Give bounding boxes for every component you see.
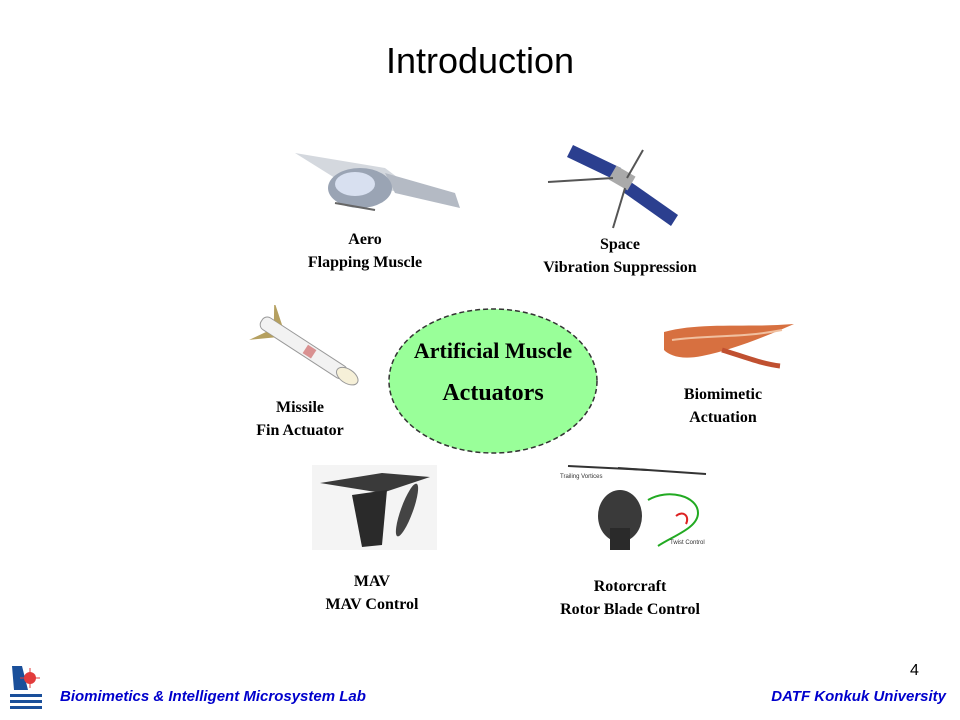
aero-flapping-image (295, 153, 460, 211)
rotorcraft-label-line1: Rotorcraft (593, 578, 667, 595)
rotorcraft-image: Trailing Vortices Twist Control (560, 465, 707, 550)
space-label: Space Vibration Suppression (505, 233, 735, 279)
mav-label-line1: MAV (353, 573, 391, 590)
center-title-line2: Actuators (442, 380, 544, 406)
rotor-trailing-text: Trailing Vortices (560, 474, 602, 480)
center-title-line1: Artificial Muscle (413, 338, 573, 363)
missile-label: Missile Fin Actuator (220, 396, 380, 442)
rotorcraft-label-line2: Rotor Blade Control (560, 601, 700, 618)
slide-title: Introduction (385, 40, 575, 81)
rotor-twist-text: Twist Control (670, 540, 705, 546)
center-ellipse (388, 308, 598, 454)
biomimetic-label: Biomimetic Actuation (643, 383, 803, 429)
aero-label: Aero Flapping Muscle (265, 228, 465, 274)
missile-image (249, 305, 359, 386)
lab-logo-icon (10, 666, 42, 709)
space-satellite-image (547, 145, 678, 229)
biomimetic-label-line2: Actuation (689, 409, 757, 426)
missile-label-line1: Missile (276, 399, 324, 416)
biomimetic-muscle-image (664, 324, 794, 369)
space-label-line2: Vibration Suppression (543, 259, 697, 276)
aero-label-line2: Flapping Muscle (307, 254, 423, 271)
rotorcraft-label: Rotorcraft Rotor Blade Control (520, 575, 740, 621)
footer-university: DATF Konkuk University (771, 688, 946, 705)
page-number: 4 (910, 662, 919, 679)
mav-label-line2: MAV Control (325, 596, 419, 613)
footer-lab-name: Biomimetics & Intelligent Microsystem La… (60, 688, 366, 705)
mav-image (312, 465, 437, 550)
missile-label-line2: Fin Actuator (256, 422, 344, 439)
aero-label-line1: Aero (348, 231, 382, 248)
space-label-line1: Space (600, 236, 640, 253)
biomimetic-label-line1: Biomimetic (683, 386, 763, 403)
mav-label: MAV MAV Control (292, 570, 452, 616)
